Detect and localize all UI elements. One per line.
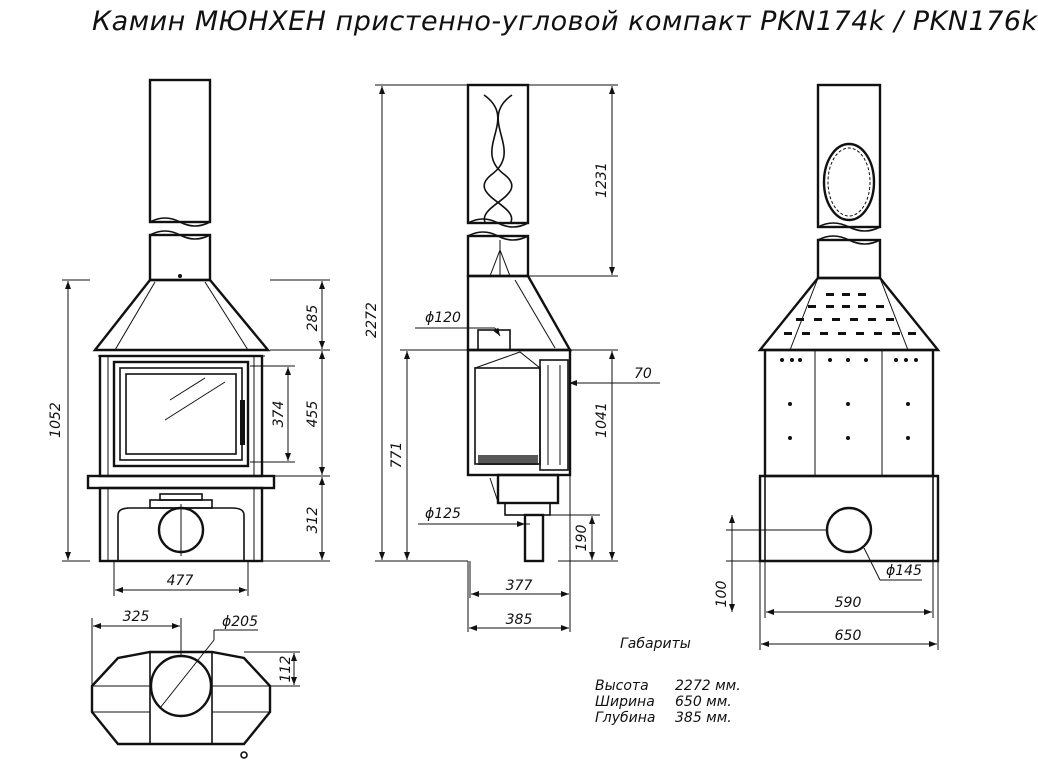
technical-drawing: 285 455 374 312 1052 477 325 ϕ205 112	[48, 78, 941, 759]
dim-top-half-width: 325	[123, 609, 150, 625]
dim-base-height: 312	[305, 507, 321, 534]
spec-label-depth: Глубина	[595, 710, 656, 726]
dim-base-width: 477	[167, 573, 194, 589]
dim-firebox-height: 771	[389, 442, 405, 469]
specs-block: Габариты Высота 2272 мм. Ширина 650 мм. …	[595, 636, 741, 726]
drawing-title: Камин МЮНХЕН пристенно-угловой компакт P…	[92, 6, 1038, 37]
side-view: 1231 2272 771 1041 ϕ120 70 ϕ125 190 377 …	[364, 83, 660, 632]
dim-outer-width: 385	[506, 612, 533, 628]
dim-hood-height: 285	[305, 305, 321, 332]
spec-value-height: 2272 мм.	[675, 678, 741, 694]
dim-flue-height: 1231	[594, 162, 610, 198]
dim-total-height: 2272	[364, 302, 380, 338]
dim-back-inner-width: 590	[835, 595, 862, 611]
front-view: 285 455 374 312 1052 477	[48, 78, 330, 596]
dim-back-pipe-height: 100	[714, 581, 730, 608]
spec-label-width: Ширина	[595, 694, 655, 710]
dim-body-height: 1041	[594, 402, 610, 438]
dim-top-pipe-diameter: ϕ205	[222, 614, 258, 630]
back-view: 590 650 ϕ145 100	[714, 83, 941, 650]
specs-heading: Габариты	[620, 636, 691, 652]
dim-bottom-pipe-diameter: ϕ125	[425, 506, 461, 522]
dim-door-outer-height: 455	[305, 401, 321, 428]
top-view: 325 ϕ205 112	[90, 609, 300, 759]
spec-value-width: 650 мм.	[675, 694, 732, 710]
dim-top-pipe-diameter-side: ϕ120	[425, 310, 461, 326]
dim-top-depth: 112	[278, 656, 294, 683]
dim-inner-width: 377	[506, 578, 533, 594]
dim-gap: 70	[634, 366, 652, 382]
dim-back-pipe-diameter: ϕ145	[886, 563, 922, 579]
dim-back-outer-width: 650	[835, 628, 862, 644]
dim-pipe-height: 190	[574, 525, 590, 552]
spec-value-depth: 385 мм.	[675, 710, 732, 726]
dim-front-total-height: 1052	[48, 402, 64, 438]
dim-glass-height: 374	[271, 401, 287, 428]
spec-label-height: Высота	[595, 678, 649, 694]
